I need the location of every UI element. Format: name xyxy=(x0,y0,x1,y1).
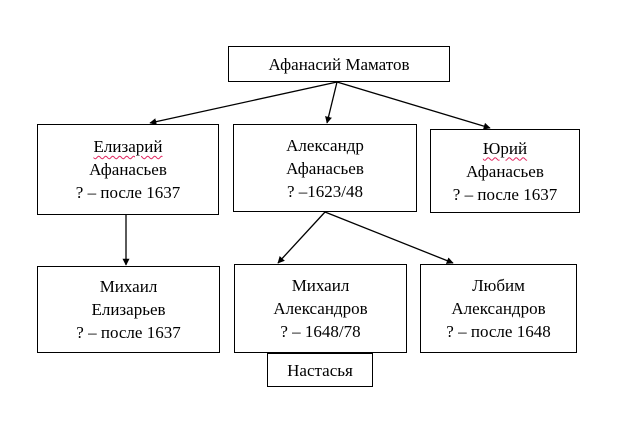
mikhail-aleksandrov-name: Михаил xyxy=(291,276,350,295)
arrow-root-to-yuriy xyxy=(336,81,491,130)
aleksandr-patronymic: Афанасьев xyxy=(286,158,364,178)
node-nastasya: Настасья xyxy=(267,353,373,387)
node-afanasiy-mamatov: Афанасий Маматов xyxy=(228,46,450,82)
node-aleksandr-afanasyev: Александр Афанасьев ? –1623/48 xyxy=(233,124,417,212)
lyubim-name: Любим xyxy=(472,276,525,295)
node-yuriy-afanasyev: Юрий Афанасьев ? – после 1637 xyxy=(430,129,580,213)
yuriy-name: Юрий xyxy=(482,138,528,158)
node-mikhail-aleksandrov: Михаил Александров ? – 1648/78 xyxy=(234,264,407,353)
afanasiy-first-name: Афанасий Маматов xyxy=(268,54,410,74)
yuriy-dates: ? – после 1637 xyxy=(452,184,558,204)
node-elizariy-afanasyev: Елизарий Афанасьев ? – после 1637 xyxy=(37,124,219,215)
aleksandr-name: Александр xyxy=(286,135,364,155)
mikhail-aleksandrov-patronymic: Александров xyxy=(273,299,368,318)
arrow-root-to-elizariy xyxy=(149,81,338,126)
node-lyubim-aleksandrov: Любим Александров ? – после 1648 xyxy=(420,264,577,353)
elizariy-patronymic: Афанасьев xyxy=(89,160,167,179)
aleksandr-dates: ? –1623/48 xyxy=(286,181,364,201)
lyubim-dates: ? – после 1648 xyxy=(446,322,551,341)
mikhail-elizaryev-dates: ? – после 1637 xyxy=(76,323,181,342)
arrow-aleksandr-to-mikhail xyxy=(277,211,326,264)
arrow-aleksandr-to-lyubim xyxy=(324,211,454,264)
elizariy-name: Елизарий xyxy=(93,137,163,156)
lyubim-patronymic: Александров xyxy=(451,299,546,318)
yuriy-patronymic: Афанасьев xyxy=(466,161,544,181)
elizariy-dates: ? – после 1637 xyxy=(75,183,181,202)
nastasya-name: Настасья xyxy=(287,360,353,380)
mikhail-elizaryev-patronymic: Елизарьев xyxy=(91,300,166,319)
mikhail-aleksandrov-dates: ? – 1648/78 xyxy=(280,322,361,341)
node-mikhail-elizaryev: Михаил Елизарьев ? – после 1637 xyxy=(37,266,220,353)
node-afanasiy-mamatov-name: Афанасий Маматов xyxy=(269,53,410,76)
mikhail-elizaryev-name: Михаил xyxy=(99,277,158,296)
arrow-root-to-aleksandr xyxy=(325,81,338,124)
